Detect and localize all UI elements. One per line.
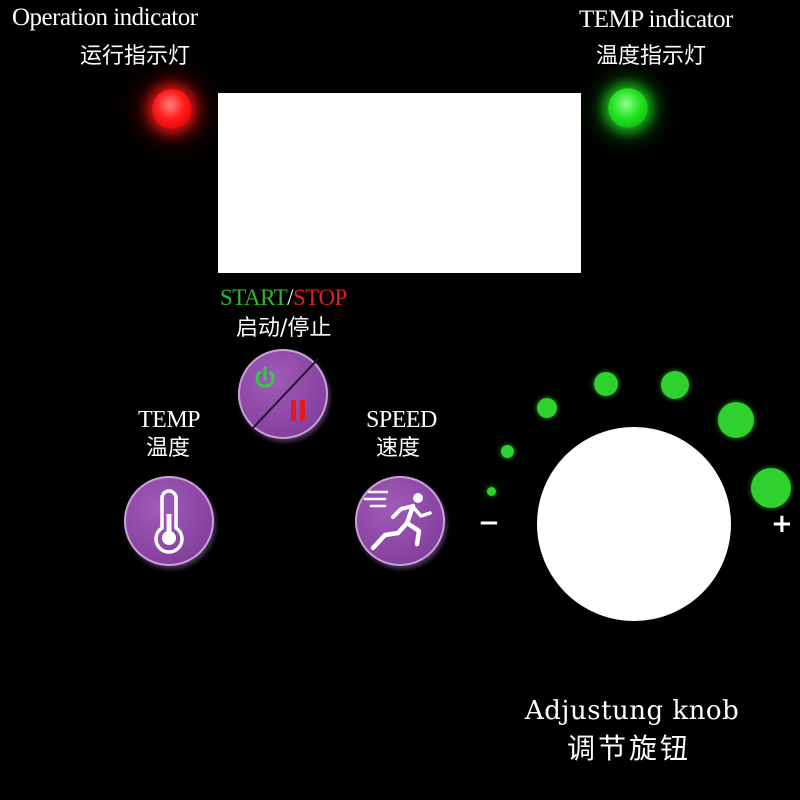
power-icon: [255, 366, 275, 388]
stop-label: STOP: [293, 285, 347, 310]
temp-indicator-led: [608, 88, 648, 128]
start-label: START: [220, 285, 288, 310]
knob-level-dot-3: [537, 398, 557, 418]
speed-button-label-cn: 速度: [376, 436, 421, 461]
knob-level-dot-4: [594, 372, 618, 396]
knob-level-dot-2: [501, 445, 514, 458]
knob-level-dot-7: [751, 468, 791, 508]
temp-indicator-label-en: TEMP indicator: [579, 6, 733, 33]
operation-indicator-label-en: Operation indicator: [12, 4, 198, 31]
operation-indicator-led: [152, 89, 192, 129]
thermometer-icon: [154, 489, 184, 554]
start-stop-button[interactable]: [238, 349, 328, 439]
speed-button[interactable]: [355, 476, 445, 566]
operation-indicator-label-cn: 运行指示灯: [80, 44, 191, 69]
temp-button-label-cn: 温度: [146, 436, 191, 461]
knob-level-dot-6: [718, 402, 754, 438]
start-stop-label-cn: 启动/停止: [236, 316, 332, 341]
pause-icon: [291, 400, 305, 421]
start-stop-separator: /: [287, 285, 294, 310]
speed-button-label-en: SPEED: [366, 407, 437, 433]
temp-button[interactable]: [124, 476, 214, 566]
start-stop-icon: [251, 358, 319, 430]
knob-label-cn: 调节旋钮: [567, 732, 692, 765]
temp-button-label-en: TEMP: [138, 407, 201, 433]
running-man-icon: [363, 490, 432, 551]
knob-plus-sign: +: [771, 509, 793, 539]
knob-label-en: Adjustung knob: [525, 696, 740, 726]
adjusting-knob[interactable]: [537, 427, 731, 621]
knob-minus-sign: −: [478, 508, 500, 538]
knob-level-dot-5: [661, 371, 689, 399]
temp-indicator-label-cn: 温度指示灯: [596, 44, 707, 69]
knob-level-dot-1: [487, 487, 496, 496]
start-stop-label-en: START/STOP: [220, 286, 347, 309]
display-screen: [218, 93, 581, 273]
